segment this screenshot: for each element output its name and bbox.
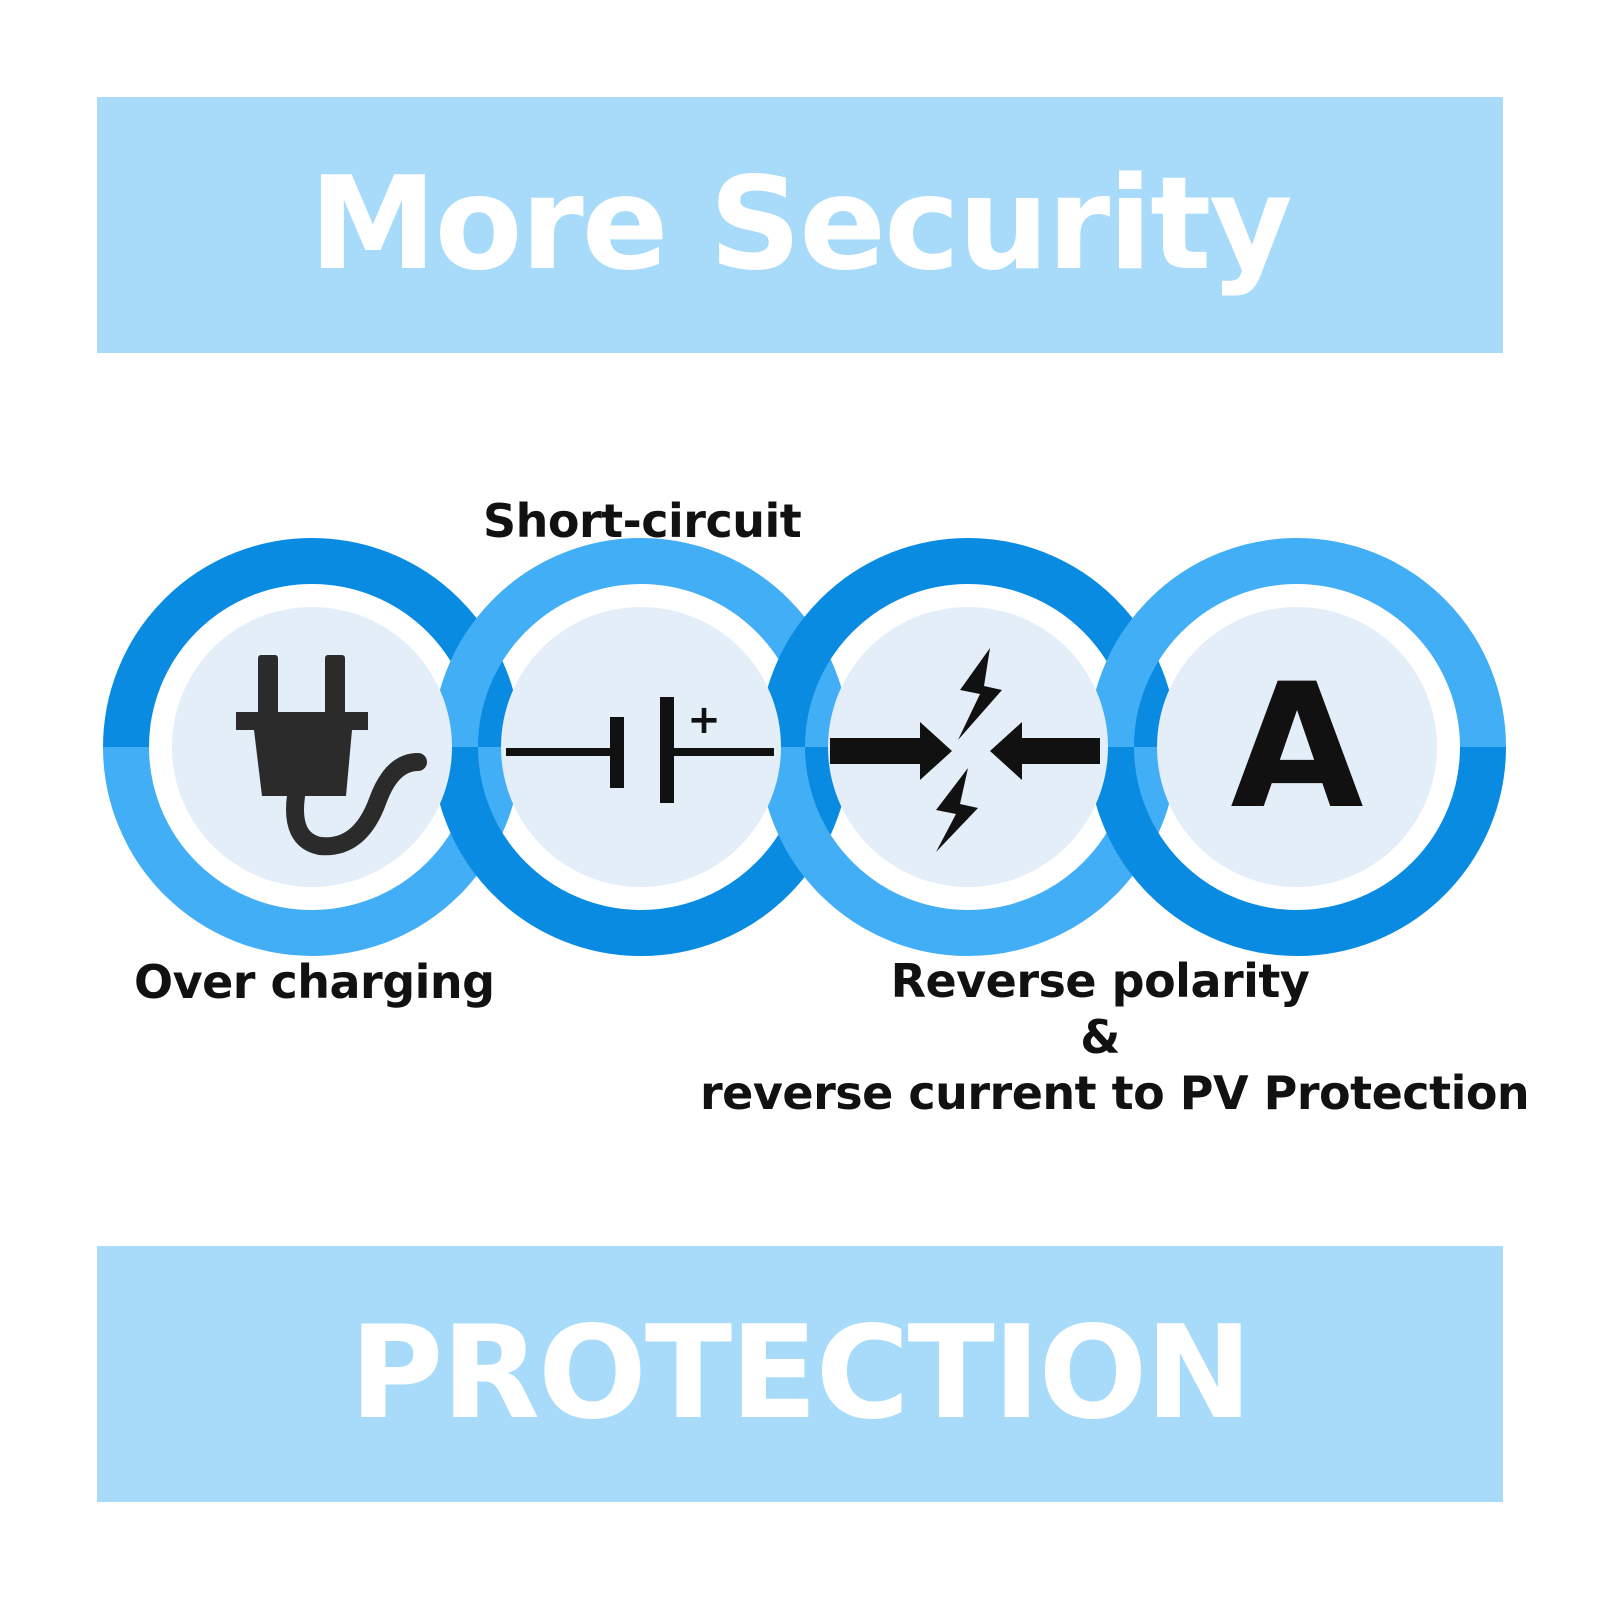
plug-icon [236, 655, 427, 856]
circle-fill [501, 607, 781, 887]
ring-current [1088, 538, 1506, 956]
capacitor-icon: + [506, 697, 774, 803]
label-short-circuit: Short-circuit [483, 494, 802, 548]
label-line: Reverse polarity [890, 954, 1310, 1008]
label-over-charging: Over charging [134, 955, 495, 1009]
header-banner: More Security [97, 97, 1503, 353]
footer-banner: PROTECTION [97, 1246, 1503, 1502]
ring-segment [1088, 746, 1506, 956]
opposing-arrows-lightning-icon [830, 648, 1100, 852]
label-line: & [1080, 1010, 1120, 1064]
header-title: More Security [309, 150, 1292, 299]
circle-fill [1157, 607, 1437, 887]
ring-segment [1088, 538, 1506, 748]
letter-a-icon: A [1230, 646, 1363, 847]
label-reverse-polarity: Reverse polarity & reverse current to PV… [700, 954, 1530, 1120]
svg-text:+: + [687, 697, 721, 743]
label-line: reverse current to PV Protection [700, 1066, 1530, 1120]
circle-fill [828, 607, 1108, 887]
footer-title: PROTECTION [349, 1299, 1253, 1448]
